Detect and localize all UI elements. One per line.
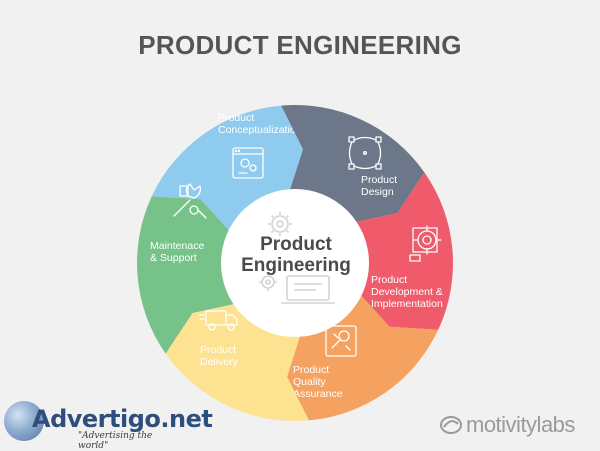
watermark-name: Advertigo.net	[32, 405, 213, 433]
brand-swirl-icon	[440, 416, 462, 434]
segment-2-label: Design	[361, 186, 394, 198]
center-circle	[221, 189, 369, 337]
center-gears-icon	[259, 212, 292, 291]
segment-1	[151, 105, 303, 234]
maintenance-icon	[173, 183, 207, 219]
segment-3	[352, 172, 453, 330]
segment-4-label: Product	[293, 364, 329, 376]
brand-name: motivitylabs	[466, 412, 575, 437]
segment-1-label: Product	[218, 112, 254, 124]
concept-icon	[232, 147, 264, 179]
segment-3-label: Development &	[371, 286, 443, 298]
segment-6	[137, 196, 238, 354]
motivitylabs-logo: motivitylabs	[440, 412, 598, 440]
advertigo-watermark: Advertigo.net "Advertising the world"	[0, 397, 213, 451]
globe-icon	[4, 401, 44, 441]
delivery-icon	[199, 310, 238, 331]
segment-5-label: Product	[200, 344, 236, 356]
watermark-slogan: "Advertising the world"	[78, 431, 153, 451]
segment-3-label: Product	[371, 274, 407, 286]
design-icon	[348, 136, 382, 170]
page-title: PRODUCT ENGINEERING	[138, 30, 462, 60]
quality-icon	[325, 325, 357, 357]
center-laptop-icon	[281, 275, 335, 304]
segment-6-label: & Support	[150, 252, 197, 264]
center-title-line1: Product	[260, 234, 332, 255]
segment-6-label: Maintenace	[150, 240, 204, 252]
segment-3-label: Implementation	[371, 298, 443, 310]
center-title-line2: Engineering	[241, 255, 351, 276]
development-icon	[409, 225, 442, 262]
segment-5-label: Delivery	[200, 356, 239, 368]
segment-4-label: Assurance	[293, 388, 343, 400]
segment-2-label: Product	[361, 174, 397, 186]
segment-4-label: Quality	[293, 376, 326, 388]
segment-4	[287, 292, 439, 421]
segment-1-label: Conceptualization	[218, 124, 302, 136]
